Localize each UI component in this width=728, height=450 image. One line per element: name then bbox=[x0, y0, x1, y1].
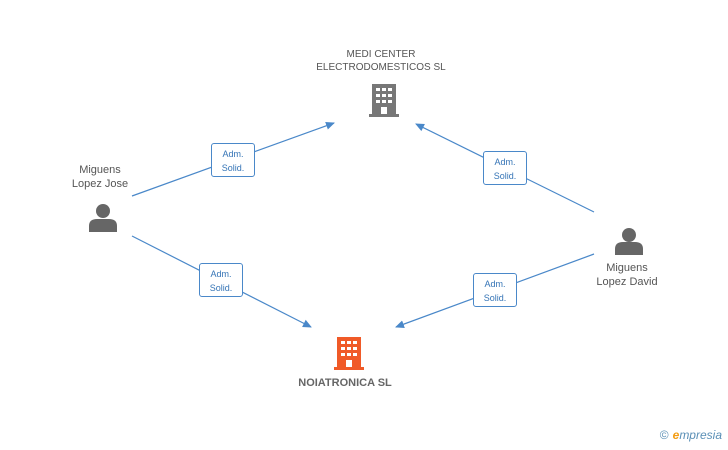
building-icon[interactable] bbox=[334, 337, 364, 370]
empresia-watermark: ©empresia bbox=[660, 428, 722, 442]
edge-role-line2: Solid. bbox=[209, 283, 233, 293]
edge-role-line1: Adm. bbox=[210, 269, 232, 279]
edge-label-david-medi-center: Adm. Solid. bbox=[483, 151, 527, 185]
person-icon[interactable] bbox=[615, 228, 643, 255]
person-name-line1: Miguens bbox=[79, 164, 121, 176]
person-name-line2: Lopez Jose bbox=[71, 178, 129, 190]
person-label-jose[interactable]: Miguens Lopez Jose bbox=[50, 163, 150, 191]
person-icon[interactable] bbox=[89, 204, 117, 232]
person-name-line2: Lopez David bbox=[596, 276, 658, 288]
brand-name: mpresia bbox=[679, 428, 722, 442]
company-name: NOIATRONICA SL bbox=[298, 377, 392, 389]
edge-label-jose-noiatronica: Adm. Solid. bbox=[199, 263, 243, 297]
copyright-symbol: © bbox=[659, 428, 669, 442]
company-name-line2: ELECTRODOMESTICOS SL bbox=[316, 62, 446, 73]
edge-role-line1: Adm. bbox=[222, 149, 244, 159]
company-label-medi-center[interactable]: MEDI CENTER ELECTRODOMESTICOS SL bbox=[306, 48, 456, 74]
edge-label-jose-medi-center: Adm. Solid. bbox=[211, 143, 255, 177]
edge-role-line1: Adm. bbox=[494, 157, 516, 167]
edge-label-david-noiatronica: Adm. Solid. bbox=[473, 273, 517, 307]
edge-role-line1: Adm. bbox=[484, 279, 506, 289]
company-label-noiatronica[interactable]: NOIATRONICA SL bbox=[270, 376, 420, 390]
person-name-line1: Miguens bbox=[606, 262, 648, 274]
edge-role-line2: Solid. bbox=[221, 163, 245, 173]
edge-role-line2: Solid. bbox=[483, 293, 507, 303]
edge-role-line2: Solid. bbox=[493, 171, 517, 181]
brand-initial: e bbox=[672, 428, 680, 442]
person-label-david[interactable]: Miguens Lopez David bbox=[577, 261, 677, 289]
company-name-line1: MEDI CENTER bbox=[346, 49, 416, 60]
building-icon[interactable] bbox=[369, 84, 399, 117]
